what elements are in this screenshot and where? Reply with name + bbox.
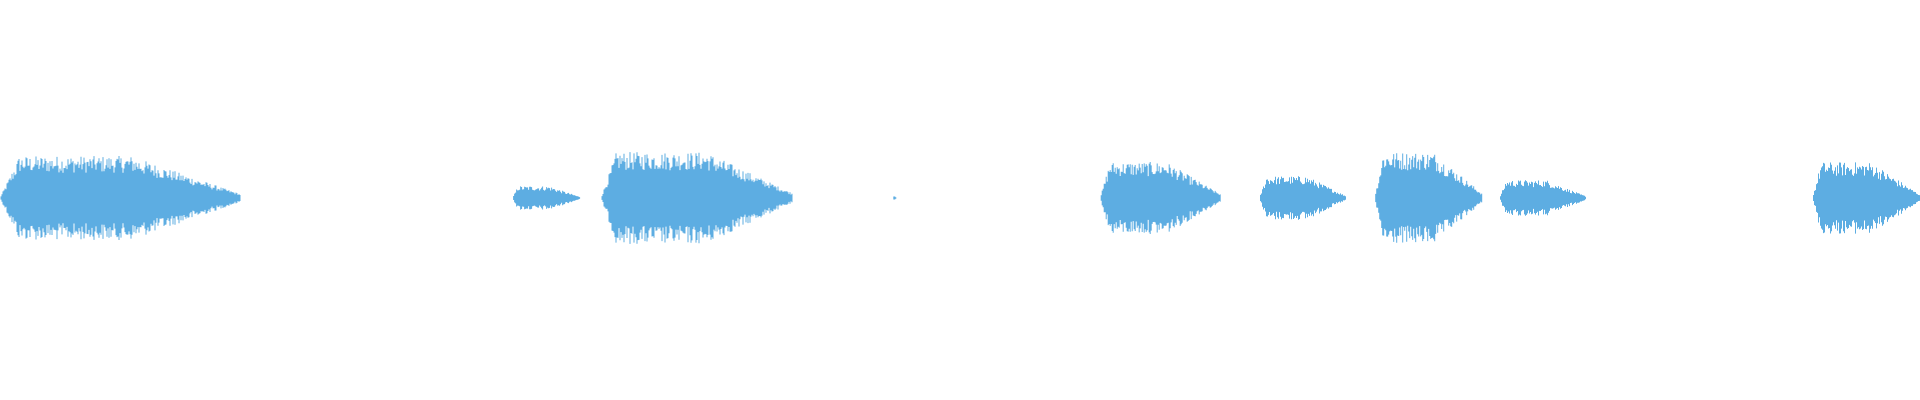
waveform-segment: [1375, 153, 1483, 243]
waveform-segment: [1500, 180, 1586, 216]
waveform-bars: [0, 156, 241, 240]
waveform-segment: [601, 152, 793, 244]
waveform-bars: [601, 152, 793, 244]
waveform-segment: [893, 196, 897, 200]
waveform-segment: [1813, 162, 1920, 234]
waveform-segment: [1100, 162, 1221, 234]
waveform-segment: [513, 186, 581, 210]
waveform-bars: [513, 186, 581, 210]
waveform-bars: [1260, 176, 1346, 220]
waveform-bars: [1813, 162, 1920, 234]
waveform-bars: [893, 196, 897, 200]
waveform-bars: [1500, 180, 1586, 216]
waveform-bars: [1375, 153, 1483, 243]
waveform-segment: [0, 156, 241, 240]
waveform-segment: [1260, 176, 1346, 220]
waveform-bars: [1100, 162, 1221, 234]
